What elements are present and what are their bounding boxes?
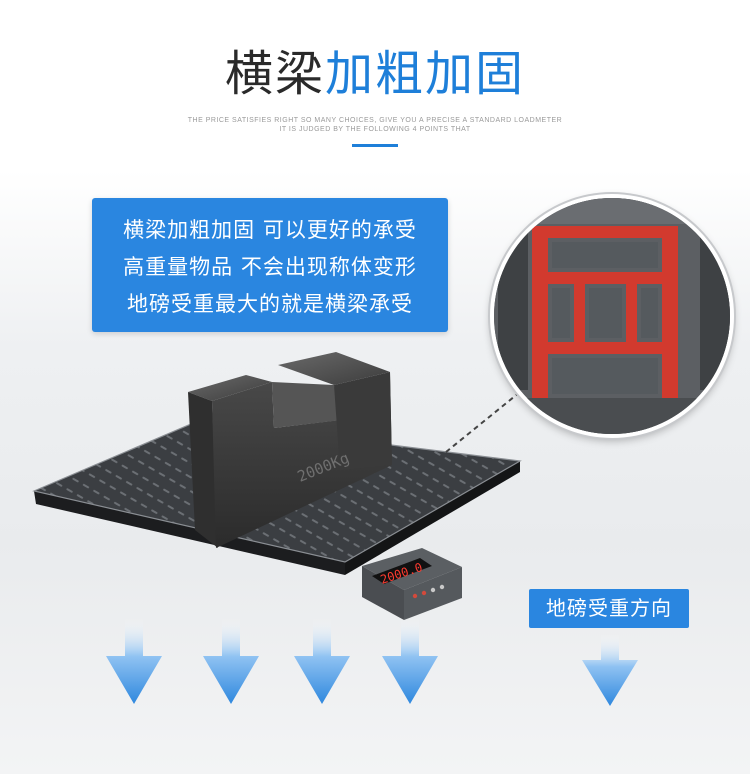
reinforced-beam-diagram: [494, 198, 730, 434]
arrow-down-icon: [382, 618, 438, 704]
title-underline: [352, 144, 398, 147]
arrow-down-icon: [294, 618, 350, 704]
subtitle-line-2: IT IS JUDGED BY THE FOLLOWING 4 POINTS T…: [279, 126, 471, 133]
page-title: 横梁加粗加固: [0, 44, 750, 104]
test-weight-block: 2000Kg: [188, 352, 392, 548]
beam-detail-zoom: [490, 194, 734, 438]
subtitle-line-1: THE PRICE SATISFIES RIGHT SO MANY CHOICE…: [187, 117, 563, 124]
arrow-down-icon: [203, 618, 259, 704]
info-line-1: 横梁加粗加固 可以更好的承受: [123, 218, 417, 242]
title-dark-part: 横梁: [224, 46, 325, 102]
feature-description-box: 横梁加粗加固 可以更好的承受 高重量物品 不会出现称体变形 地磅受重最大的就是横…: [92, 198, 448, 332]
arrow-down-icon: [582, 634, 638, 706]
title-blue-part: 加粗加固: [325, 46, 526, 102]
weighing-indicator: 2000.0: [362, 548, 462, 620]
info-line-2: 高重量物品 不会出现称体变形: [123, 255, 417, 279]
arrow-down-icon: [106, 618, 162, 704]
zoom-leader-line: [445, 391, 521, 453]
load-direction-arrows: [106, 618, 638, 706]
info-line-3: 地磅受重最大的就是横梁承受: [127, 292, 413, 316]
load-direction-label: 地磅受重方向: [529, 589, 689, 628]
